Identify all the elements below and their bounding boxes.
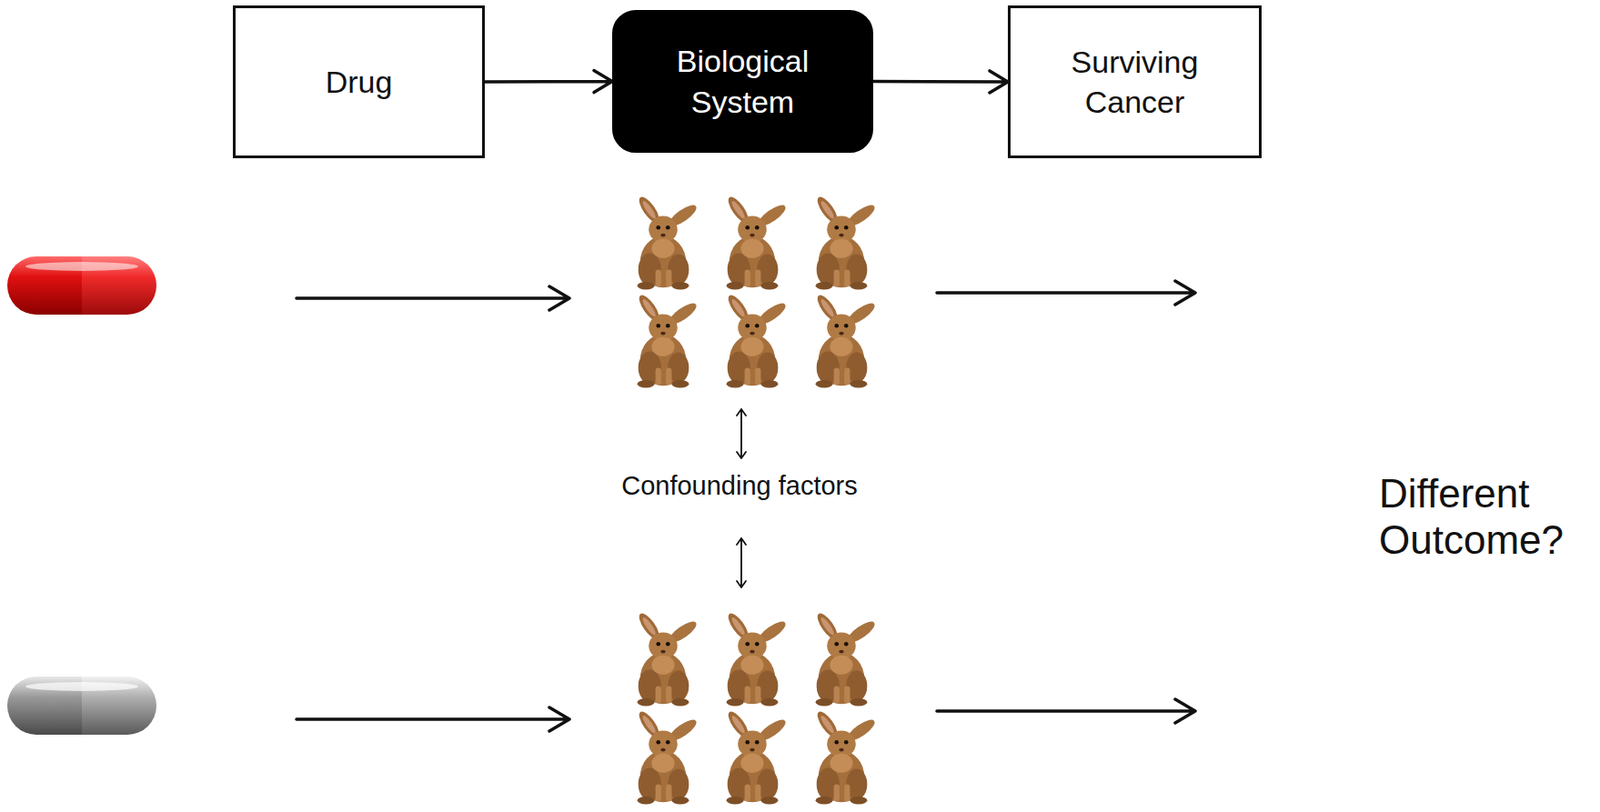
rabbit-group: [635, 610, 878, 805]
outcome-box: Surviving Cancer: [1007, 5, 1262, 159]
double-arrow: [736, 538, 746, 588]
flow-arrow: [484, 70, 613, 93]
grey-pill: [7, 676, 157, 735]
confounding-label: Confounding factors: [557, 469, 922, 504]
pill-arrow: [296, 707, 570, 732]
box-text: Biological System: [639, 40, 846, 121]
process-box: Drug: [232, 5, 485, 159]
rabbit-group: [635, 193, 878, 388]
outcome-arrow: [936, 699, 1196, 724]
flow-arrow: [873, 70, 1008, 93]
box-text: Drug: [325, 61, 393, 102]
question-label: Different Outcome?: [1378, 471, 1594, 564]
pill-arrow: [296, 286, 570, 311]
double-arrow: [736, 409, 746, 459]
system-box: Biological System: [612, 10, 874, 153]
box-text: Surviving Cancer: [1035, 41, 1235, 122]
outcome-arrow: [936, 281, 1196, 305]
red-pill: [7, 256, 157, 315]
